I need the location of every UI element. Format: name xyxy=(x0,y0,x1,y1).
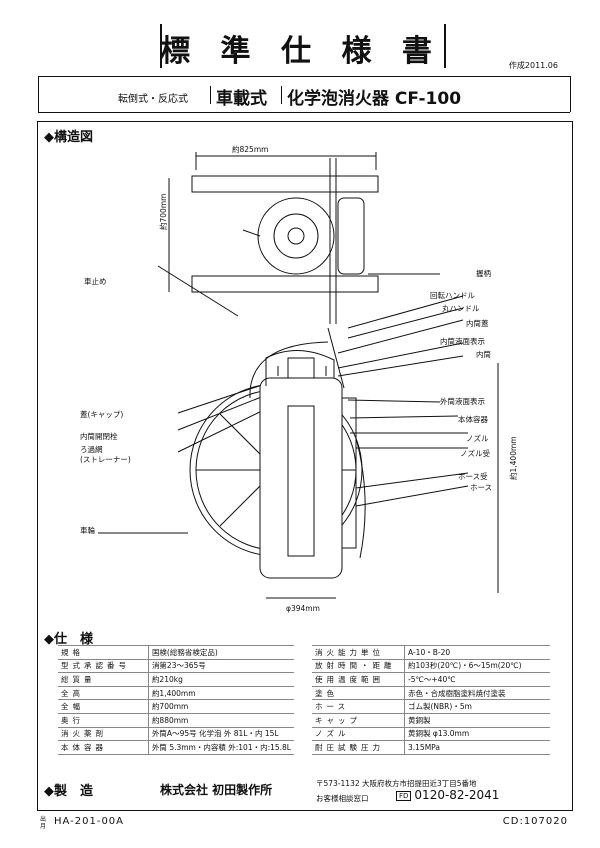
dim-width: 約825mm xyxy=(232,145,269,154)
company-name: 株式会社 初田製作所 xyxy=(160,783,273,797)
dim-diameter: φ394mm xyxy=(286,604,320,613)
label-outer-level: 外筒液面表示 xyxy=(440,397,485,406)
dim-depth: 約700mm xyxy=(159,193,168,230)
label-inner-lid: 内筒蓋 xyxy=(466,319,489,328)
header-rule xyxy=(38,112,570,113)
table-row: 消火薬剤外筒A～95号 化学泡 外 81L・内 15L xyxy=(58,727,294,742)
table-row: 塗色赤色・合成樹脂塗料焼付塗装 xyxy=(312,686,550,701)
spec-value: 外筒A～95号 化学泡 外 81L・内 15L xyxy=(148,727,294,742)
maker-heading: ◆製 造 xyxy=(44,784,94,799)
document-number: HA-201-00A xyxy=(54,816,125,827)
spec-value: 約700mm xyxy=(148,699,294,714)
label-strainer: ろ過網 xyxy=(80,445,103,454)
spec-value: 約1,400mm xyxy=(148,686,294,701)
label-tool-handle: 丸ハンドル xyxy=(442,304,480,313)
structure-diagram xyxy=(98,152,499,599)
spec-key: ホース xyxy=(312,699,405,714)
label-inner-level: 内筒液面表示 xyxy=(440,337,485,346)
spec-value: 外筒 5.3mm・内容積 外:101・内:15.8L xyxy=(148,740,294,755)
spec-value: 約210kg xyxy=(148,672,294,687)
label-nozzle: ノズル xyxy=(466,434,489,443)
spec-value: -5℃～+40℃ xyxy=(404,672,550,687)
label-nozzle-holder: ノズル受 xyxy=(460,449,490,458)
table-row: 規格国検(総務省検定品) xyxy=(58,645,294,660)
structure-heading: ◆構造図 xyxy=(44,130,94,145)
table-row: 放射時間・距離約103秒(20℃)・6～15m(20℃) xyxy=(312,659,550,674)
footer-note: 出月 xyxy=(40,816,47,830)
table-row: 全高約1,400mm xyxy=(58,686,294,701)
creation-date: 作成2011.06 xyxy=(508,61,558,70)
spec-value: 黄銅製 φ13.0mm xyxy=(404,727,550,742)
table-row: 奥行約880mm xyxy=(58,713,294,728)
spec-value: 約103秒(20℃)・6～15m(20℃) xyxy=(404,659,550,674)
table-row: 型式承認番号消第23～365号 xyxy=(58,659,294,674)
content-frame xyxy=(37,121,573,811)
spec-key: 使用温度範囲 xyxy=(312,672,405,687)
table-row: キャップ黄銅製 xyxy=(312,713,550,728)
label-cap: 蓋(キャップ) xyxy=(80,410,124,419)
spec-key: 型式承認番号 xyxy=(58,659,149,674)
label-inner-cyl: 内筒 xyxy=(476,350,491,359)
spec-key: 耐圧試験圧力 xyxy=(312,740,405,755)
company-address: 〒573-1132 大阪府枚方市招提田近3丁目5番地 xyxy=(316,779,477,788)
table-row: 全幅約700mm xyxy=(58,699,294,714)
spec-value: A-10・B-20 xyxy=(404,645,550,660)
spec-key: 放射時間・距離 xyxy=(312,659,405,674)
structure-title: 構造図 xyxy=(54,130,94,145)
spec-value: 黄銅製 xyxy=(404,713,550,728)
table-row: 総質量約210kg xyxy=(58,672,294,687)
spec-key: 塗色 xyxy=(312,686,405,701)
maker-title: 製 造 xyxy=(54,784,94,799)
label-strainer-en: (ストレーナー) xyxy=(80,455,131,464)
spec-heading: ◆仕 様 xyxy=(44,632,94,647)
page-title: 標 準 仕 様 書 xyxy=(160,34,442,69)
table-row: 本体容器外筒 5.3mm・内容積 外:101・内:15.8L xyxy=(58,740,294,755)
spec-key: 消火薬剤 xyxy=(58,727,149,742)
label-handle: 握柄 xyxy=(476,269,491,278)
label-rotate-handle: 回転ハンドル xyxy=(430,291,475,300)
spec-title: 仕 様 xyxy=(54,632,94,647)
spec-key: ノズル xyxy=(312,727,405,742)
spec-key: 規格 xyxy=(58,645,149,660)
header-rule xyxy=(38,76,570,77)
product-name: 化学泡消火器 CF-100 xyxy=(287,89,462,109)
spec-key: キャップ xyxy=(312,713,405,728)
mount-type: 車載式 xyxy=(216,89,267,109)
spec-value: 消第23～365号 xyxy=(148,659,294,674)
spec-key: 全高 xyxy=(58,686,149,701)
spec-key: 消火能力単位 xyxy=(312,645,405,660)
spec-value: 約880mm xyxy=(148,713,294,728)
table-row: ノズル黄銅製 φ13.0mm xyxy=(312,727,550,742)
spec-table-left: 規格国検(総務省検定品) 型式承認番号消第23～365号 総質量約210kg 全… xyxy=(58,645,294,755)
spec-value: 国検(総務省検定品) xyxy=(148,645,294,660)
label-wheel-stopper: 車止め xyxy=(84,277,107,286)
label-hose: ホース xyxy=(470,483,493,492)
spec-key: 本体容器 xyxy=(58,740,149,755)
extinguisher-type: 転倒式・反応式 xyxy=(118,94,188,105)
spec-value: 3.15MPa xyxy=(404,740,550,755)
label-hose-holder: ホース受 xyxy=(458,472,488,481)
table-row: 使用温度範囲-5℃～+40℃ xyxy=(312,672,550,687)
table-row: ホースゴム製(NBR)・5m xyxy=(312,699,550,714)
spec-value: ゴム製(NBR)・5m xyxy=(404,699,550,714)
spec-key: 全幅 xyxy=(58,699,149,714)
dim-height: 約1,400mm xyxy=(509,436,518,480)
spec-value: 赤色・合成樹脂塗料焼付塗装 xyxy=(404,686,550,701)
label-body: 本体容器 xyxy=(458,415,488,424)
label-inner-valve: 内筒開閉栓 xyxy=(80,432,118,441)
title-frame xyxy=(160,24,446,68)
label-wheel: 車輪 xyxy=(80,526,95,535)
cd-number: CD:107020 xyxy=(502,816,568,827)
freedial-icon: FD xyxy=(396,790,412,801)
spec-key: 奥行 xyxy=(58,713,149,728)
contact-label: お客様相談窓口 xyxy=(316,794,369,803)
spec-key: 総質量 xyxy=(58,672,149,687)
